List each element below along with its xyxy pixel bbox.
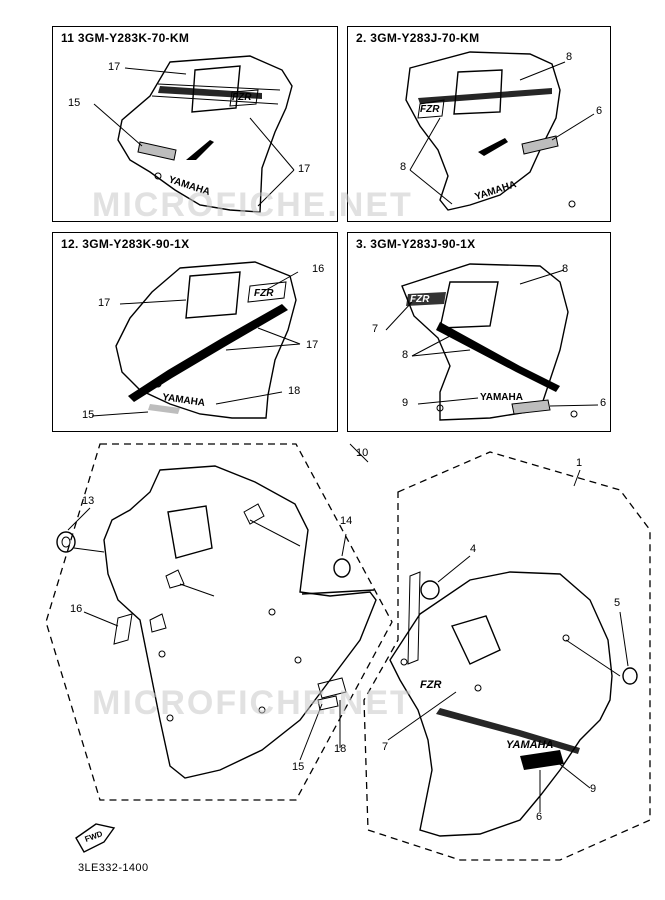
callout-8-top: 8	[562, 263, 569, 275]
fzr-decal: FZR	[420, 679, 442, 691]
callout-6: 6	[536, 811, 543, 823]
callout-17-left: 17	[98, 297, 111, 309]
cowl-panel-3: YAMAHA	[385, 263, 599, 421]
fzr-decal: FZR	[254, 288, 274, 299]
callout-15: 15	[82, 409, 95, 421]
callout-16: 16	[312, 263, 325, 275]
callout-8-left: 8	[400, 161, 407, 173]
panel-title: 12. 3GM-Y283K-90-1X	[61, 237, 190, 251]
fzr-decal: FZR	[420, 104, 440, 115]
yamaha-decal: YAMAHA	[474, 179, 518, 203]
panel-title: 3. 3GM-Y283J-90-1X	[356, 237, 476, 251]
callout-13: 13	[82, 495, 95, 507]
callout-5: 5	[614, 597, 621, 609]
assembly-left	[45, 443, 393, 801]
fzr-decal: FZR	[232, 92, 252, 103]
callout-17-right: 17	[298, 163, 311, 175]
callout-7: 7	[382, 741, 389, 753]
drawing-code: 3LE332-1400	[78, 862, 149, 874]
watermark: MICROFICHE.NET	[92, 684, 413, 722]
panel-title: 2. 3GM-Y283J-70-KM	[356, 31, 480, 45]
panel-title: 11 3GM-Y283K-70-KM	[61, 31, 190, 45]
callout-4: 4	[470, 543, 477, 555]
yamaha-decal: YAMAHA	[162, 392, 206, 409]
callout-17-top: 17	[108, 61, 121, 73]
callout-1: 1	[576, 457, 583, 469]
cowl-panel-11: YAMAHA	[93, 55, 295, 213]
callout-8-mid: 8	[402, 349, 409, 361]
panel-12: 12. 3GM-Y283K-90-1X	[52, 232, 338, 432]
yamaha-decal: YAMAHA	[506, 739, 554, 751]
yamaha-decal: YAMAHA	[480, 392, 523, 403]
assembly-right	[363, 451, 651, 861]
callout-18: 18	[288, 385, 301, 397]
panel-11: 11 3GM-Y283K-70-KM	[52, 26, 338, 222]
callout-8-top: 8	[566, 51, 573, 63]
callout-15: 15	[292, 761, 305, 773]
fzr-decal: FZR	[410, 294, 430, 305]
cowl-panel-12: YAMAHA	[91, 261, 301, 419]
callout-6: 6	[600, 397, 607, 409]
panel-3: 3. 3GM-Y283J-90-1X	[347, 232, 611, 432]
watermark: MICROFICHE.NET	[92, 186, 413, 224]
callout-15: 15	[68, 97, 81, 109]
callout-14: 14	[340, 515, 353, 527]
fwd-arrow-icon: FWD	[75, 823, 116, 853]
callout-7: 7	[372, 323, 379, 335]
callout-6: 6	[596, 105, 603, 117]
callout-9: 9	[590, 783, 597, 795]
callout-10: 10	[356, 447, 369, 459]
callout-18: 18	[334, 743, 347, 755]
callout-9: 9	[402, 397, 409, 409]
callout-17-right: 17	[306, 339, 319, 351]
panel-2: 2. 3GM-Y283J-70-KM	[347, 26, 611, 222]
cowl-panel-2: YAMAHA	[405, 51, 595, 211]
callout-16: 16	[70, 603, 83, 615]
